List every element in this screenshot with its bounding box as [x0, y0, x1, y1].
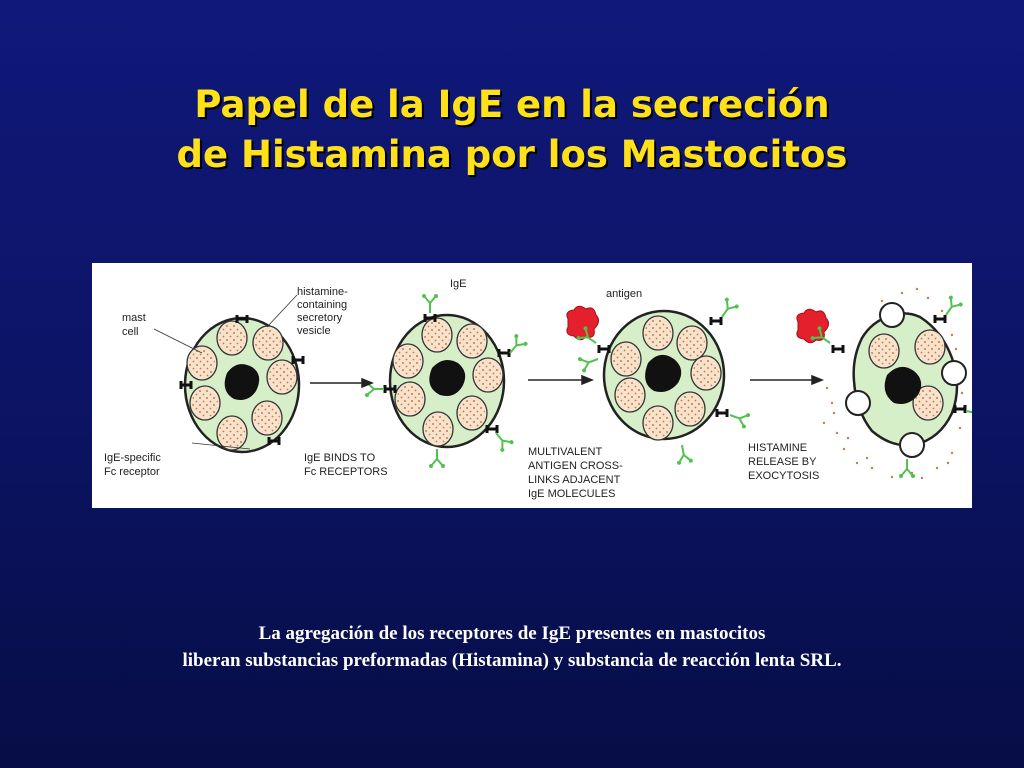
step1-line2: Fc RECEPTORS — [304, 466, 388, 478]
step2-line1: MULTIVALENT — [528, 446, 602, 458]
mast-cell-3 — [566, 295, 752, 467]
step1-line1: IgE BINDS TO — [304, 452, 376, 464]
step2-line4: IgE MOLECULES — [528, 488, 615, 500]
slide-caption: La agregación de los receptores de IgE p… — [0, 620, 1024, 674]
diagram-svg: mast cell histamine- containing secretor… — [104, 278, 972, 500]
mast-cell-diagram: mast cell histamine- containing secretor… — [92, 263, 972, 508]
label-receptor-1: IgE-specific — [104, 452, 161, 464]
label-cell: cell — [122, 326, 139, 338]
label-vesicle-3: secretory — [297, 312, 343, 324]
mast-cell-4 — [796, 287, 972, 480]
label-antigen: antigen — [606, 288, 642, 300]
leader-lines — [153, 294, 298, 450]
step3-line1: HISTAMINE — [748, 442, 807, 454]
step2-line3: LINKS ADJACENT — [528, 474, 621, 486]
step2-line2: ANTIGEN CROSS- — [528, 460, 623, 472]
mast-cell-2 — [364, 293, 530, 469]
step-arrows — [310, 374, 825, 389]
label-vesicle-1: histamine- — [297, 286, 348, 298]
slide-title: Papel de la IgE en la secreción de Hista… — [0, 80, 1024, 180]
title-line-1: Papel de la IgE en la secreción — [194, 83, 830, 126]
step3-line3: EXOCYTOSIS — [748, 470, 819, 482]
label-vesicle-4: vesicle — [297, 325, 331, 337]
title-line-2: de Histamina por los Mastocitos — [176, 133, 848, 176]
label-mast: mast — [122, 312, 146, 324]
step3-line2: RELEASE BY — [748, 456, 817, 468]
mast-cell-1 — [178, 313, 306, 454]
caption-line-2: liberan substancias preformadas (Histami… — [182, 650, 842, 671]
label-vesicle-2: containing — [297, 299, 347, 311]
label-ige: IgE — [450, 278, 467, 290]
label-receptor-2: Fc receptor — [104, 466, 160, 478]
caption-line-1: La agregación de los receptores de IgE p… — [258, 623, 766, 644]
